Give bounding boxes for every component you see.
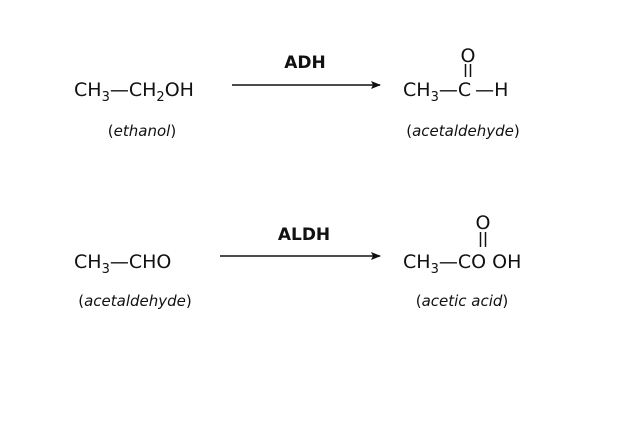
reaction-2: CH3—CHO (acetaldehyde) ALDH CH3—CO OH O … [74, 212, 521, 310]
product-1-formula: CH3—C—H [403, 79, 508, 105]
reactant-2-name: (acetaldehyde) [78, 292, 192, 310]
reactant-1-formula: CH3—CH2OH [74, 79, 194, 105]
product-1-carbonyl-oxygen: O [461, 45, 476, 67]
reactant-2-formula: CH3—CHO [74, 251, 171, 277]
enzyme-label-adh: ADH [284, 53, 326, 73]
double-bond-2 [479, 232, 487, 247]
double-bond-1 [464, 64, 472, 77]
enzyme-label-aldh: ALDH [278, 225, 330, 245]
reactant-1-name: (ethanol) [108, 122, 176, 140]
product-2-name: (acetic acid) [416, 292, 509, 310]
product-1-name: (acetaldehyde) [406, 122, 520, 140]
product-2-carbonyl-oxygen: O [476, 212, 491, 234]
product-2-formula: CH3—CO OH [403, 251, 521, 277]
reaction-1: CH3—CH2OH (ethanol) ADH CH3—C—H O (aceta… [74, 45, 520, 140]
